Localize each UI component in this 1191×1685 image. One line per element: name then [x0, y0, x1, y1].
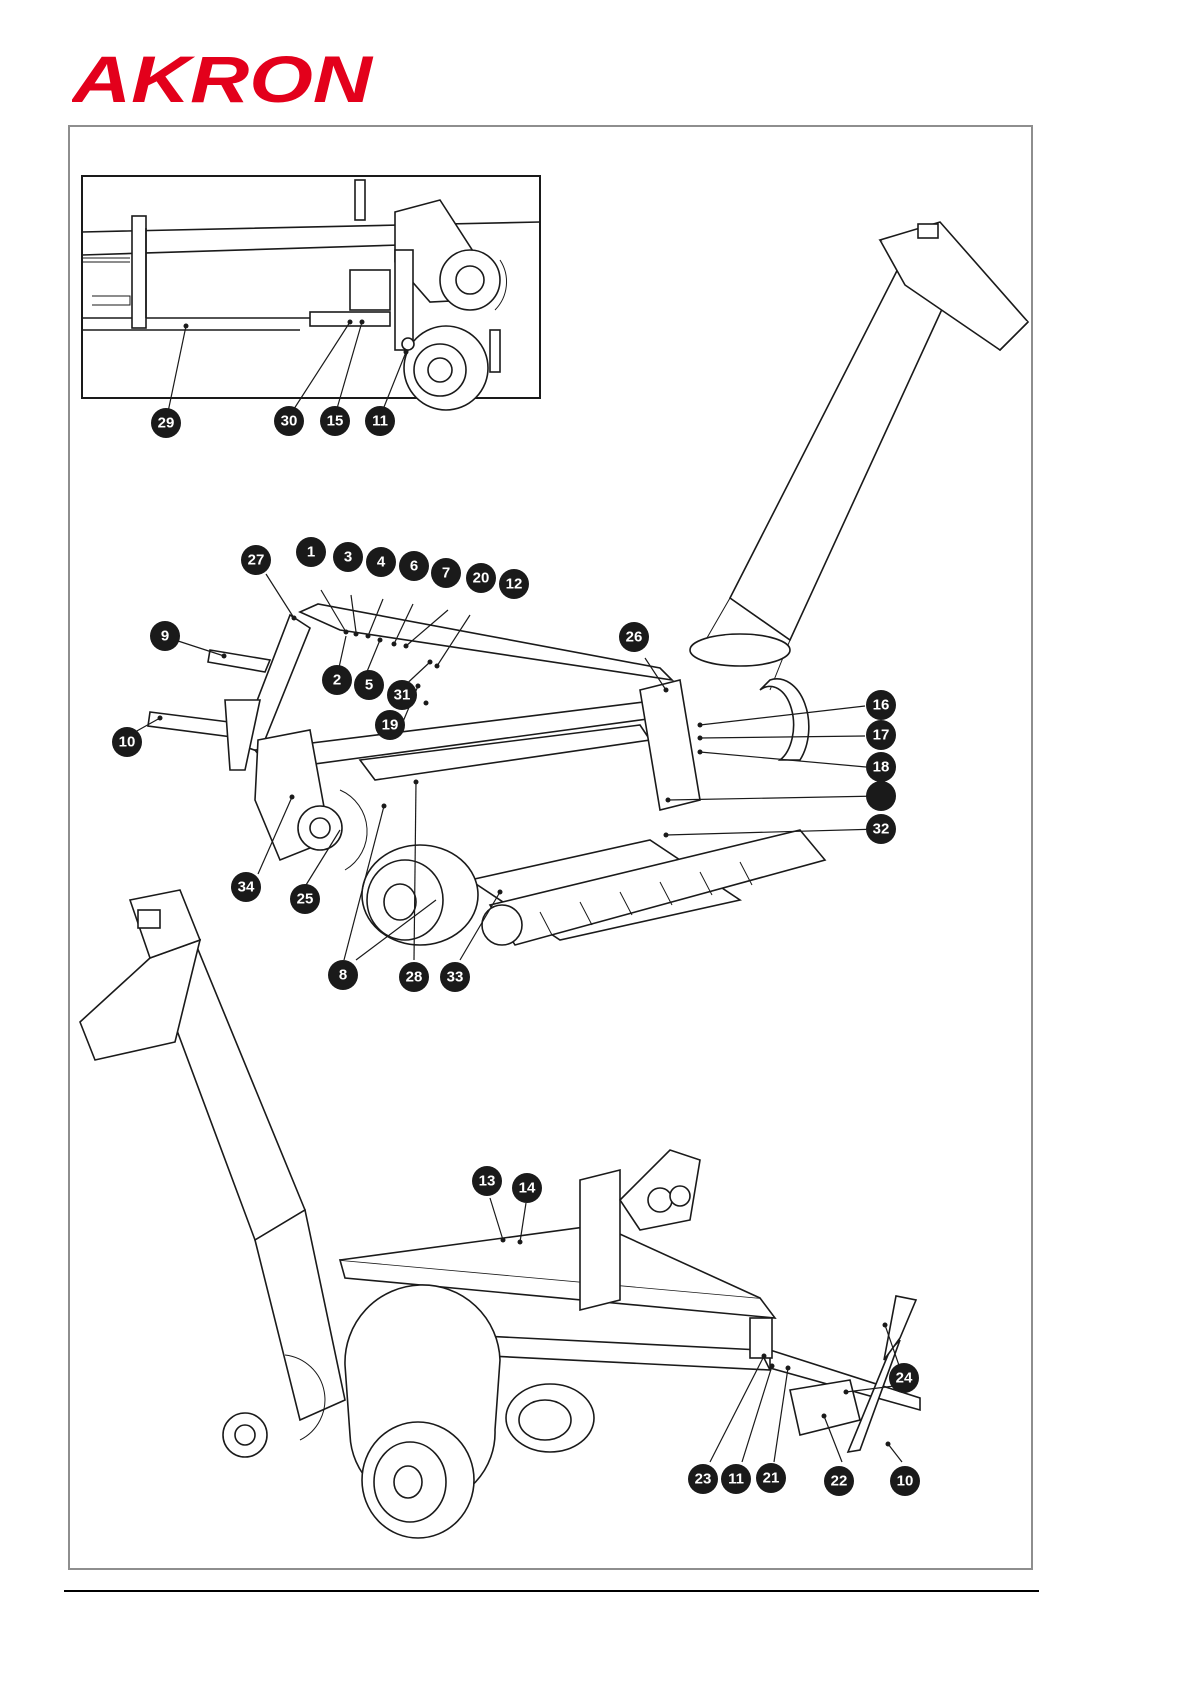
svg-text:24: 24 [896, 1370, 913, 1387]
svg-text:22: 22 [831, 1473, 848, 1490]
svg-text:29: 29 [158, 415, 175, 432]
svg-text:4: 4 [377, 554, 386, 571]
callout-27: 27 [241, 545, 271, 575]
rear-view-machine [80, 890, 920, 1538]
callout-15: 15 [320, 406, 350, 436]
callout-9: 9 [150, 621, 180, 651]
svg-text:10: 10 [119, 734, 136, 751]
callout-22: 22 [824, 1466, 854, 1496]
svg-text:30: 30 [281, 413, 298, 430]
svg-text:7: 7 [442, 565, 450, 582]
svg-text:17: 17 [873, 727, 890, 744]
svg-text:1: 1 [307, 544, 315, 561]
svg-text:16: 16 [873, 697, 890, 714]
callout-24: 24 [889, 1363, 919, 1393]
svg-text:15: 15 [327, 413, 344, 430]
svg-text:33: 33 [447, 969, 464, 986]
svg-text:31: 31 [394, 687, 411, 704]
callout-31: 31 [387, 680, 417, 710]
svg-text:13: 13 [479, 1173, 496, 1190]
svg-text:32: 32 [873, 821, 890, 838]
callout-17: 17 [866, 720, 896, 750]
callout-25: 25 [290, 884, 320, 914]
callout-2: 2 [322, 665, 352, 695]
callout-18: 18 [866, 752, 896, 782]
svg-text:27: 27 [248, 552, 265, 569]
svg-text:12: 12 [506, 576, 523, 593]
callout-23: 23 [688, 1464, 718, 1494]
svg-text:9: 9 [161, 628, 169, 645]
callout-12: 12 [499, 569, 529, 599]
detail-inset [82, 176, 540, 412]
callout-4: 4 [366, 547, 396, 577]
svg-text:21: 21 [763, 1470, 780, 1487]
svg-text:18: 18 [873, 759, 890, 776]
callout-8: 8 [328, 960, 358, 990]
svg-text:23: 23 [695, 1471, 712, 1488]
callout-34: 34 [231, 872, 261, 902]
svg-text:10: 10 [897, 1473, 914, 1490]
svg-text:11: 11 [372, 413, 388, 430]
svg-text:28: 28 [406, 969, 423, 986]
callout-3: 3 [333, 542, 363, 572]
callout-10: 10 [112, 727, 142, 757]
callout-19: 19 [375, 710, 405, 740]
svg-text:34: 34 [238, 879, 255, 896]
callout-13: 13 [472, 1166, 502, 1196]
callout-11-rear: 11 [721, 1464, 751, 1494]
callout-10-rear: 10 [890, 1466, 920, 1496]
svg-text:3: 3 [344, 549, 352, 566]
callout-29: 29 [151, 408, 181, 438]
callout-1: 1 [296, 537, 326, 567]
callout-7: 7 [431, 558, 461, 588]
callout-32: 32 [866, 814, 896, 844]
callout-11: 11 [365, 406, 395, 436]
svg-text:6: 6 [410, 558, 418, 575]
svg-text:5: 5 [365, 677, 373, 694]
callout-33: 33 [440, 962, 470, 992]
svg-text:26: 26 [626, 629, 643, 646]
callout-28: 28 [399, 962, 429, 992]
callout-16: 16 [866, 690, 896, 720]
svg-text:20: 20 [473, 570, 490, 587]
svg-text:19: 19 [382, 717, 399, 734]
svg-text:11: 11 [728, 1471, 744, 1488]
callout-blank [866, 781, 896, 811]
svg-text:14: 14 [519, 1180, 536, 1197]
callout-20: 20 [466, 563, 496, 593]
svg-text:8: 8 [339, 967, 347, 984]
svg-text:2: 2 [333, 672, 341, 689]
callout-14: 14 [512, 1173, 542, 1203]
callout-26: 26 [619, 622, 649, 652]
svg-text:25: 25 [297, 891, 314, 908]
callout-21: 21 [756, 1463, 786, 1493]
callout-30: 30 [274, 406, 304, 436]
callout-6: 6 [399, 551, 429, 581]
callout-5: 5 [354, 670, 384, 700]
callouts-detail: 29 30 15 11 [151, 406, 395, 438]
